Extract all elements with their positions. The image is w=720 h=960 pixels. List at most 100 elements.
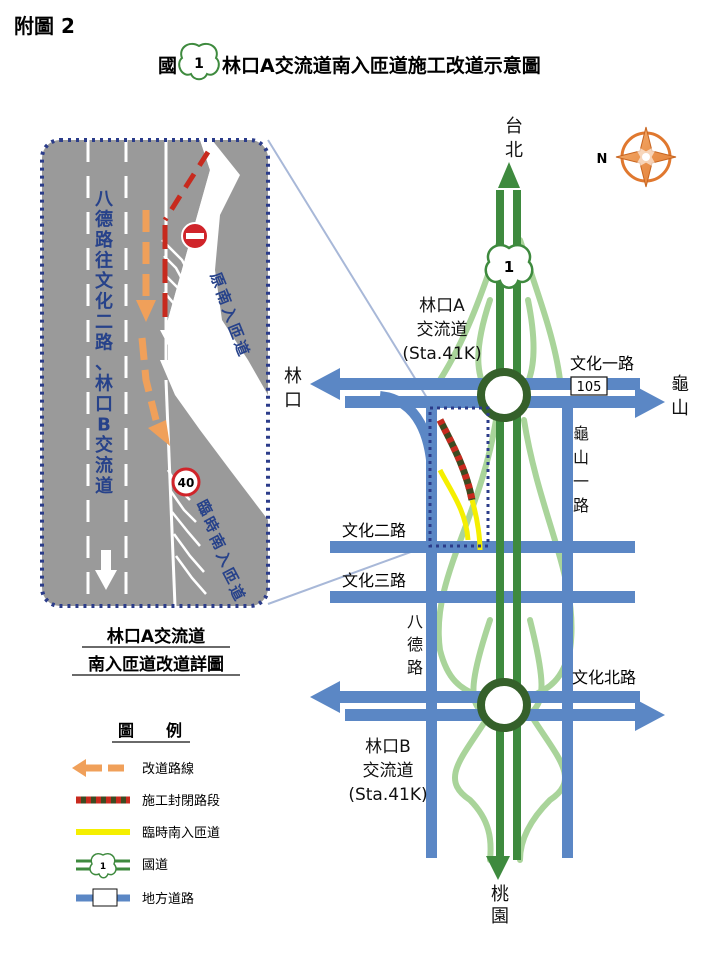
mapEast-char: 龜 bbox=[671, 374, 689, 395]
mapWest-char: 口 bbox=[284, 390, 302, 411]
inset-caption-line2: 南入匝道改道詳圖 bbox=[88, 654, 224, 675]
map-interchange-b-label: 林口B 交流道 (Sta.41K) bbox=[348, 737, 427, 805]
arrow-west-lower-icon bbox=[310, 681, 340, 713]
inset-detail: 40 bbox=[42, 140, 268, 606]
interchange-b-ring bbox=[477, 678, 531, 732]
speed-limit-sign-icon: 40 bbox=[171, 467, 201, 497]
insetVertical-char: 交 bbox=[95, 434, 113, 456]
insetTemp-char: 南 bbox=[206, 531, 229, 553]
insetVertical-char: 路 bbox=[95, 229, 114, 251]
inset-caption-line1: 林口A交流道 bbox=[107, 626, 205, 647]
map-detail-box bbox=[428, 406, 490, 548]
mapIcA-char: 林口A bbox=[419, 296, 465, 316]
insetVertical-char: 、 bbox=[95, 353, 113, 374]
label-wenhua1: 文化一路 bbox=[570, 354, 634, 373]
insetVertical-char: 德 bbox=[95, 209, 113, 231]
title-freeway-shield-icon: 1 bbox=[178, 42, 220, 81]
inset-main-road bbox=[42, 140, 160, 606]
label-wenhua3: 文化三路 bbox=[342, 571, 406, 590]
insetOrig-char: 入 bbox=[218, 304, 240, 325]
map-west-label: 林口 bbox=[284, 366, 302, 411]
legend-local-road-icon bbox=[76, 888, 130, 907]
legend-freeway-label: 國道 bbox=[142, 858, 168, 873]
insetOrig-char: 南 bbox=[212, 287, 234, 308]
mapGuishan-char: 路 bbox=[573, 496, 589, 515]
insetOrig-char: 原 bbox=[206, 270, 228, 291]
mapIcB-char: (Sta.41K) bbox=[348, 785, 427, 805]
road-wenhua2 bbox=[330, 541, 635, 553]
insetTemp-char: 臨 bbox=[193, 497, 216, 519]
road-wenhua3 bbox=[330, 591, 635, 603]
arrow-east-icon bbox=[635, 386, 665, 418]
insetTemp-char: 道 bbox=[225, 582, 248, 604]
mapSouth-char: 園 bbox=[491, 906, 509, 927]
compass-north-label: N bbox=[597, 152, 608, 167]
insetVertical-char: 往 bbox=[95, 250, 113, 272]
lane-down-arrow-icon bbox=[95, 550, 117, 590]
mapNorth-char: 台 bbox=[505, 116, 523, 137]
legend-temp-ramp-label: 臨時南入匝道 bbox=[142, 825, 220, 841]
insetVertical-char: 路 bbox=[95, 332, 114, 354]
label-wenhua-north: 文化北路 bbox=[572, 668, 636, 687]
insetVertical-char: B bbox=[97, 415, 111, 436]
insetOrig-char: 道 bbox=[230, 338, 252, 359]
insetVertical-char: 文 bbox=[95, 270, 114, 292]
interchange-a-ring bbox=[477, 368, 531, 422]
compass-icon bbox=[615, 126, 677, 188]
arrow-west-icon bbox=[310, 368, 340, 400]
insetOrig-char: 匝 bbox=[224, 321, 246, 342]
legend-title: 圖 例 bbox=[118, 721, 182, 740]
road-bade bbox=[426, 408, 437, 858]
map-interchange-a-label: 林口A 交流道 (Sta.41K) bbox=[402, 296, 481, 364]
map-freeway-number: 1 bbox=[504, 258, 514, 276]
inset-original-ramp bbox=[212, 140, 268, 395]
mapIcB-char: 林口B bbox=[365, 737, 411, 757]
legend-detour-label: 改道路線 bbox=[142, 761, 194, 777]
mapGuishan-char: 龜 bbox=[573, 424, 589, 443]
map-temp-ramp bbox=[437, 468, 471, 541]
route-105-number: 105 bbox=[577, 380, 602, 395]
title-freeway-number: 1 bbox=[194, 56, 204, 72]
mapBade-char: 德 bbox=[407, 635, 423, 654]
arrow-east-lower-icon bbox=[635, 699, 665, 731]
insetVertical-char: 流 bbox=[95, 455, 113, 477]
legend-freeway-number: 1 bbox=[100, 862, 106, 872]
freeway-north-arrow-icon bbox=[498, 162, 520, 188]
insetVertical-char: 化 bbox=[95, 291, 113, 313]
mapWest-char: 林 bbox=[284, 366, 302, 387]
freeway-south-arrow-icon bbox=[486, 856, 510, 880]
inset-border bbox=[40, 138, 270, 608]
mapIcB-char: 交流道 bbox=[363, 761, 414, 781]
legend-freeway-icon: 1 bbox=[76, 852, 130, 879]
map-freeway-shield-icon: 1 bbox=[484, 243, 534, 289]
insetTemp-char: 時 bbox=[199, 514, 222, 536]
insetVertical-char: 口 bbox=[95, 394, 113, 415]
inset-temp-ramp bbox=[160, 360, 268, 606]
insetVertical-char: 林 bbox=[95, 373, 113, 395]
map-closure-segment bbox=[436, 418, 476, 501]
map-bade-label: 八德路 bbox=[407, 612, 423, 677]
title-prefix: 國 bbox=[158, 55, 177, 77]
mapGuishan-char: 一 bbox=[573, 472, 589, 491]
insetTemp-char: 匝 bbox=[219, 565, 242, 587]
legend-detour-icon bbox=[72, 759, 128, 777]
mapBade-char: 八 bbox=[407, 612, 423, 631]
insetVertical-char: 道 bbox=[95, 475, 113, 497]
map-north-label: 台北 bbox=[505, 116, 523, 161]
page-title: 林口A交流道南入匝道施工改道示意圖 bbox=[222, 54, 541, 77]
insetVertical-char: 八 bbox=[95, 189, 114, 210]
mapIcA-char: 交流道 bbox=[417, 320, 468, 340]
freeway-no1 bbox=[486, 162, 521, 880]
mapIcA-char: (Sta.41K) bbox=[402, 344, 481, 364]
mapGuishan-char: 山 bbox=[573, 448, 589, 467]
mapEast-char: 山 bbox=[671, 398, 689, 419]
mapNorth-char: 北 bbox=[505, 140, 523, 161]
figure-number: 附圖 2 bbox=[14, 14, 75, 38]
inset-temp-ramp-label: 臨時南入匝道 bbox=[193, 497, 248, 604]
insetVertical-char: 二 bbox=[95, 312, 113, 333]
no-entry-sign-icon bbox=[181, 222, 209, 250]
map-south-label: 桃園 bbox=[491, 884, 509, 927]
